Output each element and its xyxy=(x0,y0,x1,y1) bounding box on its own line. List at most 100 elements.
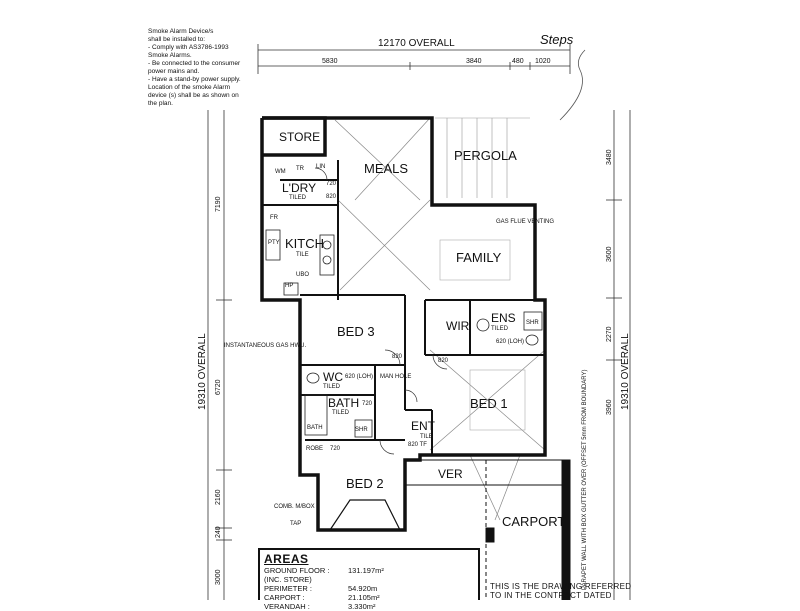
area-label: VERANDAH : xyxy=(264,602,310,611)
handwritten-steps: Steps xyxy=(540,32,574,47)
area-row: VERANDAH : 3.330m² xyxy=(264,602,474,611)
room-ens-finish: TILED xyxy=(491,326,509,332)
smoke-alarm-note: Smoke Alarm Device/s shall be installed … xyxy=(148,28,260,108)
dim-top-3: 480 xyxy=(512,58,524,65)
dim-left-3: 2160 xyxy=(215,489,222,505)
room-wir: WIR xyxy=(446,319,470,333)
dim-right-3: 2270 xyxy=(606,326,613,342)
bay-window xyxy=(329,499,401,531)
dim-left-1: 7190 xyxy=(215,196,222,212)
area-value xyxy=(348,575,474,584)
room-ver: VER xyxy=(438,467,463,481)
areas-table: AREAS GROUND FLOOR : 131.197m² (INC. STO… xyxy=(258,548,480,611)
dim-left-4: 240 xyxy=(215,526,222,538)
dim-right-1: 3480 xyxy=(606,149,613,165)
room-wc-finish: TILED xyxy=(323,384,341,390)
fixture-hwu: INSTANTANEOUS GAS HWU. xyxy=(224,343,306,349)
dim-top-2: 3840 xyxy=(466,58,482,65)
note-line: - Be connected to the consumer xyxy=(148,60,241,67)
fixture-comb-mbox: COMB. M/BOX xyxy=(274,504,315,510)
area-label: GROUND FLOOR : xyxy=(264,566,330,575)
area-value: 3.330m² xyxy=(348,602,376,611)
room-bed1: BED 1 xyxy=(470,396,508,411)
area-label: PERIMETER : xyxy=(264,584,312,593)
room-store: STORE xyxy=(279,130,320,144)
fixture-lin: LIN xyxy=(316,164,325,170)
door-820-wir: 820 xyxy=(438,358,449,364)
bath-fixtures xyxy=(304,311,543,438)
door-820-laundry: 820 xyxy=(326,194,337,200)
door-swings xyxy=(314,167,448,455)
fixture-tr: TR xyxy=(296,166,305,172)
room-bath: BATH xyxy=(328,396,359,410)
dim-right-2: 3600 xyxy=(606,246,613,262)
contract-note: THIS IS THE DRAWING REFERRED TO IN THE C… xyxy=(490,582,631,600)
note-line: the plan. xyxy=(148,100,173,107)
note-line: - Have a stand-by power supply. xyxy=(148,76,241,83)
room-ens: ENS xyxy=(491,311,516,325)
note-line: device (s) shall be as shown on xyxy=(148,92,239,99)
note-line: Location of the smoke Alarm xyxy=(148,84,231,91)
door-820-bed3: 820 xyxy=(392,354,403,360)
room-ent: ENT xyxy=(411,419,436,433)
area-row: (INC. STORE) xyxy=(264,575,474,584)
area-row: GROUND FLOOR : 131.197m² xyxy=(264,566,474,575)
fixture-gas-venting: GAS FLUE VENTING xyxy=(496,219,554,225)
handwritten-scribble xyxy=(559,49,586,121)
note-line: Smoke Alarm Device/s xyxy=(148,28,214,35)
room-carport: CARPORT xyxy=(502,514,565,529)
carport-structure xyxy=(405,459,571,600)
room-meals: MEALS xyxy=(364,161,408,176)
door-620-ens: 620 (LOH) xyxy=(496,339,524,345)
note-line: shall be installed to: xyxy=(148,36,206,43)
fixture-hp: HP xyxy=(285,283,293,289)
fixture-wm: WM xyxy=(275,169,286,175)
fixture-shr-ens: SHR xyxy=(526,320,539,326)
room-kitchen: KITCH xyxy=(285,236,324,251)
room-laundry-finish: TILED xyxy=(289,195,307,201)
fixture-man-hole: MAN HOLE xyxy=(380,374,411,380)
bed1-bed xyxy=(469,369,526,431)
room-ent-finish: TILE xyxy=(420,434,433,440)
fixture-pty: PTY xyxy=(268,240,280,246)
fixture-tap: TAP xyxy=(290,521,301,527)
area-value: 54.920m xyxy=(348,584,378,593)
room-wc: WC xyxy=(323,370,343,384)
internal-walls xyxy=(262,160,545,455)
pergola-hatch xyxy=(435,117,530,198)
room-family: FAMILY xyxy=(456,250,502,265)
contract-line: TO IN THE CONTRACT DATED xyxy=(490,591,612,600)
contract-line: THIS IS THE DRAWING REFERRED xyxy=(490,582,632,591)
area-label: (INC. STORE) xyxy=(264,575,312,584)
door-720-laundry: 720 xyxy=(326,181,337,187)
dim-overall-left: 19310 OVERALL xyxy=(197,333,208,410)
door-720-bath: 720 xyxy=(362,401,373,407)
area-row: CARPORT : 21.105m² xyxy=(264,593,474,602)
door-720-bed2: 720 xyxy=(330,446,341,452)
dim-top-4: 1020 xyxy=(535,58,551,65)
fixture-robe: ROBE xyxy=(306,446,323,452)
note-line: power mains and. xyxy=(148,68,200,75)
door-820-ent: 820 TF xyxy=(408,442,427,448)
fixture-ubo: UBO xyxy=(296,272,309,278)
dim-left-5: 3000 xyxy=(215,569,222,585)
room-bed3: BED 3 xyxy=(337,324,375,339)
parapet-note: PARAPET WALL WITH BOX GUTTER OVER (OFFSE… xyxy=(582,370,588,590)
area-value: 21.105m² xyxy=(348,593,380,602)
dim-top-1: 5830 xyxy=(322,58,338,65)
fixture-shr-bath: SHR xyxy=(355,427,368,433)
roof-lines xyxy=(334,117,546,521)
dim-overall-width: 12170 OVERALL xyxy=(378,38,455,49)
areas-title: AREAS xyxy=(264,552,309,566)
kitchen-fixtures xyxy=(265,229,335,296)
room-kitchen-finish: TILE xyxy=(296,252,309,258)
fixture-bath: BATH xyxy=(307,425,323,431)
area-row: PERIMETER : 54.920m xyxy=(264,584,474,593)
area-label: CARPORT : xyxy=(264,593,305,602)
family-rug xyxy=(439,239,511,281)
note-line: Smoke Alarms. xyxy=(148,52,192,59)
room-bed2: BED 2 xyxy=(346,476,384,491)
room-laundry: L'DRY xyxy=(282,181,316,195)
door-620-wc: 620 (LOH) xyxy=(345,374,373,380)
